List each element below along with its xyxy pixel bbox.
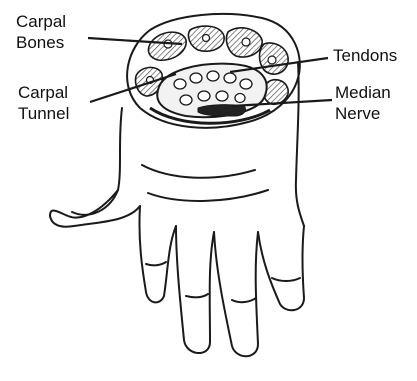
ring-finger-outline: [214, 232, 258, 356]
middle-finger-outline: [176, 226, 214, 353]
label-carpal-tunnel: Carpal Tunnel: [18, 82, 69, 124]
little-finger-outline: [258, 226, 304, 310]
little-finger-crease: [272, 278, 300, 281]
label-tendons-line1: Tendons: [333, 45, 397, 66]
label-tendons: Tendons: [333, 45, 397, 66]
middle-finger-crease: [186, 294, 208, 297]
palm-crease-2: [148, 190, 268, 201]
thumb-outline: [50, 190, 140, 227]
index-finger-crease: [146, 262, 166, 265]
hand-outline-right: [296, 62, 304, 226]
hand-outline-left: [72, 108, 122, 215]
ring-finger-crease: [232, 298, 256, 302]
label-median-nerve: Median Nerve: [335, 82, 391, 124]
label-carpal-tunnel-line2: Tunnel: [18, 103, 69, 124]
label-carpal-bones: Carpal Bones: [16, 11, 66, 53]
label-carpal-tunnel-line1: Carpal: [18, 82, 69, 103]
palm-crease-1: [142, 165, 255, 178]
label-carpal-bones-line1: Carpal: [16, 11, 66, 32]
label-median-nerve-line2: Nerve: [335, 103, 391, 124]
label-median-nerve-line1: Median: [335, 82, 391, 103]
index-finger-outline: [139, 206, 176, 302]
label-carpal-bones-line2: Bones: [16, 32, 66, 53]
